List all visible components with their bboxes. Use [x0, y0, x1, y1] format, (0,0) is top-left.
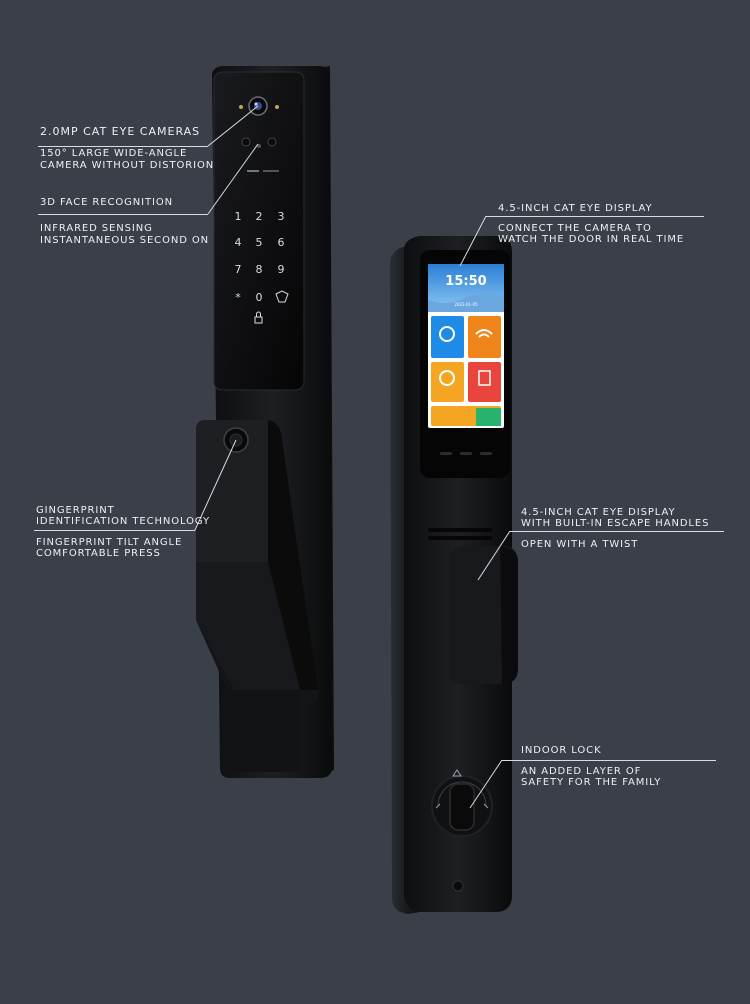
- callout-line: [38, 214, 208, 215]
- face-callout-desc: INSTANTANEOUS SECOND ON: [40, 235, 210, 246]
- fingerprint-callout-title: IDENTIFICATION TECHNOLOGY: [36, 516, 211, 527]
- outdoor-lock: 1 2 3 4 5 6 7 8 9 * 0: [196, 66, 334, 778]
- screen-date: 2022-01-05: [454, 302, 478, 307]
- callout-line: [502, 760, 716, 761]
- keypad-key: 4: [235, 236, 242, 249]
- display-callout-desc: CONNECT THE CAMERA TO: [498, 223, 652, 234]
- keypad-key: 0: [256, 291, 263, 304]
- display-callout-title: 4.5-INCH CAT EYE DISPLAY: [498, 203, 653, 214]
- indoor-lock-knob: [431, 769, 493, 837]
- keypad-key: 2: [256, 210, 263, 223]
- lock-icon: [452, 769, 462, 777]
- wifi-tile: [468, 316, 501, 358]
- callout-line: [510, 531, 724, 532]
- indoor-lock: 15:50 2022-01-05: [390, 236, 518, 914]
- keypad-key: 9: [278, 263, 285, 276]
- cat-eye-display: 15:50 2022-01-05: [428, 264, 504, 428]
- callout-line: [486, 216, 704, 217]
- keyhole-icon: [452, 880, 464, 892]
- wifi-icon: [475, 329, 493, 338]
- indoor-callout-desc: SAFETY FOR THE FAMILY: [521, 777, 662, 788]
- keypad-key: *: [235, 291, 241, 304]
- fingerprint-callout-desc: FINGERPRINT TILT ANGLE: [36, 537, 183, 548]
- keypad-key: 3: [278, 210, 285, 223]
- camera-callout-desc: CAMERA WITHOUT DISTORION: [40, 160, 215, 171]
- info-icon: [439, 370, 455, 386]
- camera-callout-title: 2.0MP CAT EYE CAMERAS: [40, 125, 201, 138]
- keypad-key: 6: [278, 236, 285, 249]
- face-callout-title: 3D FACE RECOGNITION: [40, 197, 174, 208]
- keypad-key: 5: [256, 236, 263, 249]
- callout-line: [38, 146, 208, 147]
- indoor-callout-desc: AN ADDED LAYER OF: [521, 766, 642, 777]
- doorbell-icon: [275, 290, 289, 303]
- gear-icon: [439, 326, 455, 342]
- lock-icon: [254, 316, 263, 324]
- camera-callout-desc: 150° LARGE WIDE-ANGLE: [40, 148, 188, 159]
- screen-time: 15:50: [445, 274, 486, 289]
- escape-handle: [450, 546, 518, 684]
- keypad-key: 8: [256, 263, 263, 276]
- record-tile: [468, 362, 501, 402]
- keypad: 1 2 3 4 5 6 7 8 9 * 0: [235, 210, 285, 304]
- handle-callout-title: WITH BUILT-IN ESCAPE HANDLES: [521, 518, 710, 529]
- document-icon: [478, 370, 491, 386]
- keypad-key: 7: [235, 263, 242, 276]
- display-callout-desc: WATCH THE DOOR IN REAL TIME: [498, 234, 685, 245]
- fingerprint-callout-desc: COMFORTABLE PRESS: [36, 548, 161, 559]
- info-tile: [431, 362, 464, 402]
- indoor-callout-title: INDOOR LOCK: [521, 745, 602, 756]
- face-callout-desc: INFRARED SENSING: [40, 223, 153, 234]
- keypad-key: 1: [235, 210, 242, 223]
- callout-line: [34, 530, 195, 531]
- handle-callout-title: 4.5-INCH CAT EYE DISPLAY: [521, 507, 676, 518]
- fingerprint-callout-title: GINGERPRINT: [36, 505, 115, 516]
- handle-callout-desc: OPEN WITH A TWIST: [521, 539, 639, 550]
- settings-tile: [431, 316, 464, 358]
